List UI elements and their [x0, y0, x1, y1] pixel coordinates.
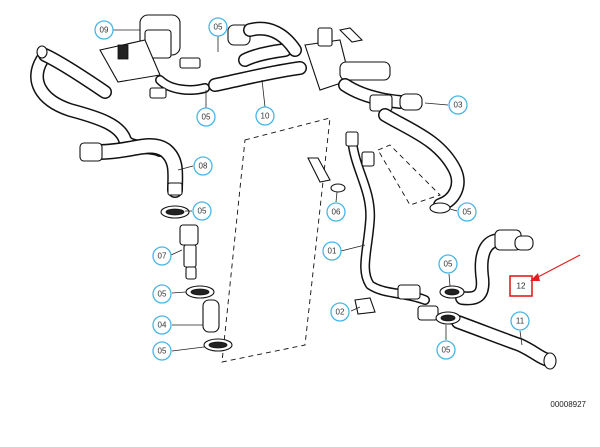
callout-02: 02	[330, 302, 350, 322]
callout-03: 03	[448, 95, 468, 115]
hose-12	[439, 229, 534, 306]
callout-12-highlight: 12	[509, 275, 533, 297]
svg-text:06: 06	[332, 208, 341, 217]
short-hose	[202, 299, 220, 333]
callout-06: 06	[326, 202, 346, 222]
hose-08	[79, 138, 184, 198]
svg-text:05: 05	[442, 346, 451, 355]
callout-05-left2: 05	[152, 284, 172, 304]
svg-text:05: 05	[158, 290, 167, 299]
hose-11	[435, 311, 557, 370]
svg-text:08: 08	[199, 162, 208, 171]
svg-text:10: 10	[261, 112, 270, 121]
hose-end	[36, 45, 48, 59]
callout-01: 01	[322, 241, 342, 261]
callout-09: 09	[94, 20, 114, 40]
reference-code: 00008927	[550, 400, 586, 409]
callout-08: 08	[193, 156, 213, 176]
callout-05-bottom: 05	[436, 340, 456, 360]
hose-10	[208, 21, 307, 92]
callout-05-left3: 05	[152, 341, 172, 361]
callout-05-mid: 05	[438, 254, 458, 274]
callout-05-valve: 05	[196, 107, 216, 127]
svg-text:03: 03	[454, 101, 463, 110]
callout-05-right: 05	[457, 202, 477, 222]
callout-11: 11	[510, 311, 530, 331]
svg-text:09: 09	[100, 26, 109, 35]
callout-05-top: 05	[208, 17, 228, 37]
highlight-box	[509, 275, 533, 297]
pipe-01	[307, 131, 439, 321]
leader-lines	[113, 29, 523, 352]
svg-text:05: 05	[158, 347, 167, 356]
svg-text:05: 05	[444, 260, 453, 269]
solenoid-valve	[99, 14, 210, 99]
svg-text:05: 05	[202, 113, 211, 122]
svg-text:05: 05	[463, 208, 472, 217]
callout-05-left1: 05	[192, 201, 212, 221]
svg-text:04: 04	[158, 321, 167, 330]
quick-connector	[79, 142, 103, 162]
svg-text:11: 11	[516, 317, 525, 326]
red-arrow	[530, 254, 581, 281]
callout-10: 10	[255, 106, 275, 126]
svg-text:05: 05	[214, 23, 223, 32]
svg-text:01: 01	[328, 247, 337, 256]
callout-12-label: 12	[517, 282, 526, 291]
distribution-block	[304, 27, 465, 214]
check-valve	[179, 224, 199, 246]
callout-07: 07	[152, 246, 172, 266]
svg-text:02: 02	[336, 308, 345, 317]
svg-text:05: 05	[198, 207, 207, 216]
callout-04: 04	[152, 315, 172, 335]
svg-text:07: 07	[158, 252, 167, 261]
dashed-group-frame-right	[377, 144, 441, 206]
left-column-parts	[160, 205, 233, 352]
dashed-group-frame-left	[221, 117, 331, 363]
